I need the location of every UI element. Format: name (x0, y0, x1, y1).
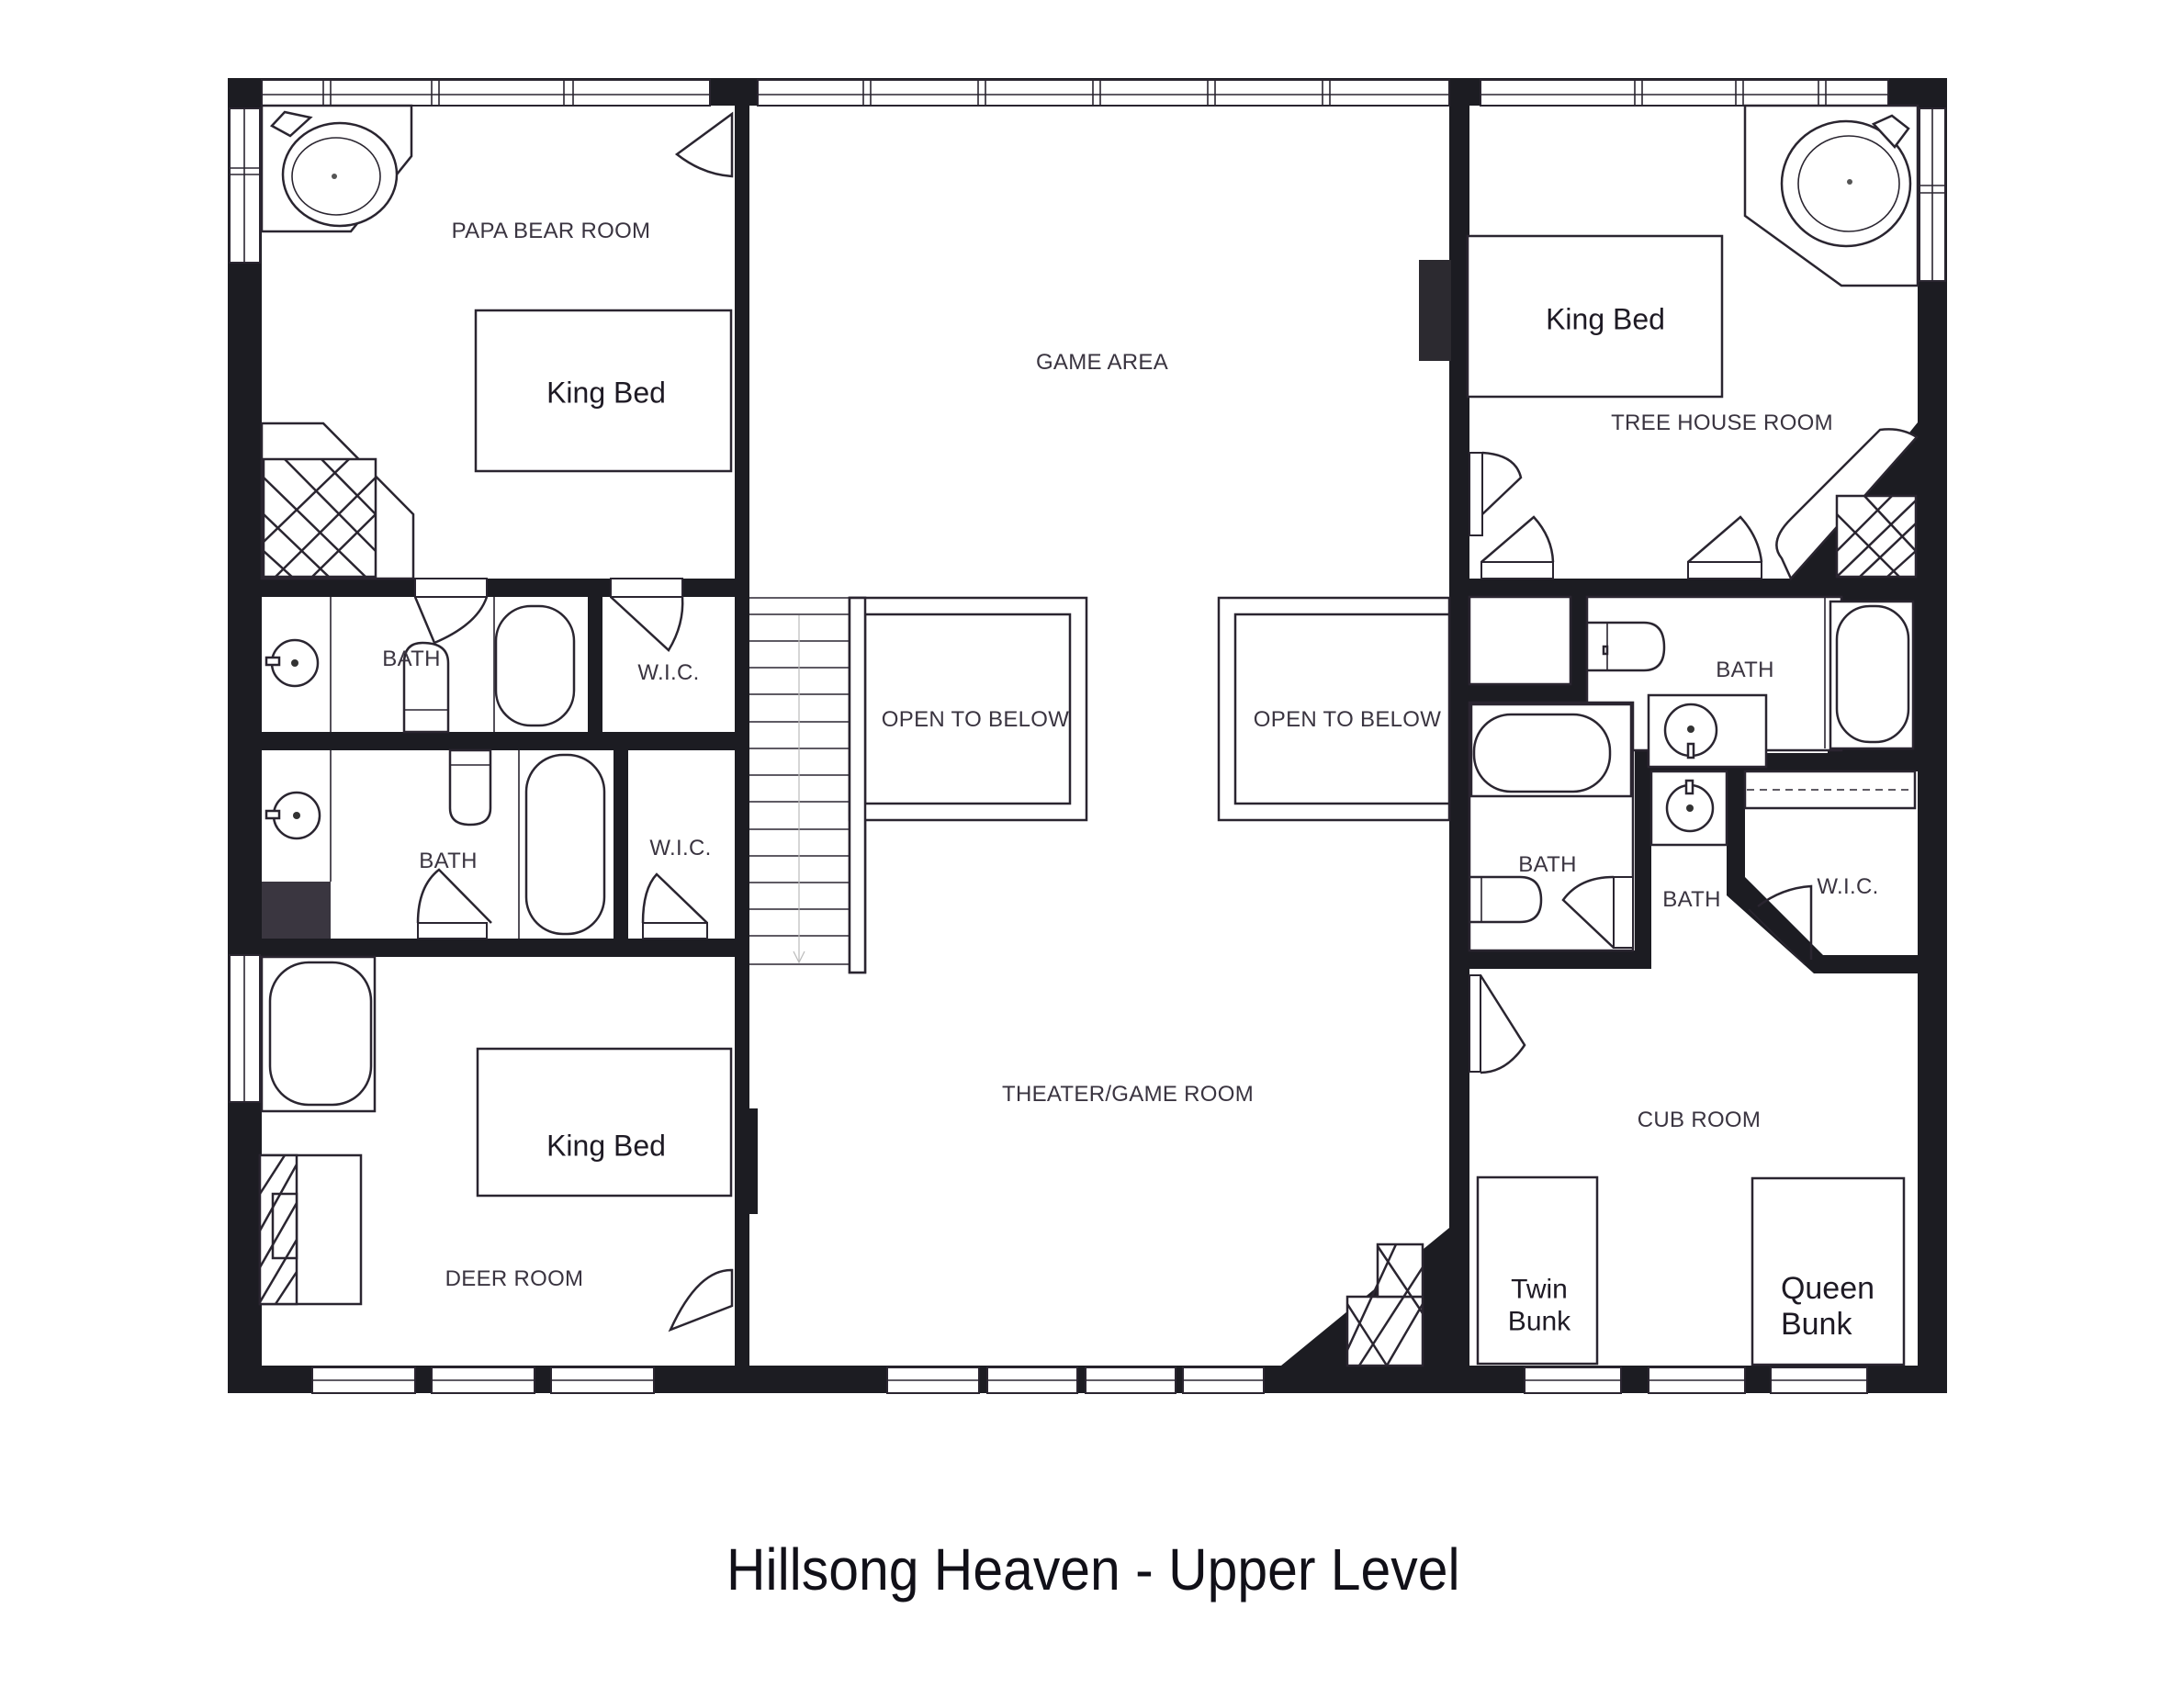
room-label-bath-papa: BATH (382, 647, 441, 671)
room-label-wic-deer: W.I.C. (649, 836, 712, 860)
open-to-below-right (1217, 596, 1451, 822)
room-label-bath-cub-left: BATH (1518, 852, 1577, 877)
room-label-bath-tree: BATH (1716, 658, 1774, 682)
bed-label-queen-bunk: Queen Bunk (1781, 1271, 1874, 1343)
room-label-open-right: OPEN TO BELOW (1253, 707, 1442, 732)
room-label-bath-cub-center: BATH (1662, 887, 1721, 912)
room-label-tree-house: TREE HOUSE ROOM (1611, 411, 1833, 435)
cub-twin-bunk (1476, 1175, 1599, 1366)
cub-bath-center (1649, 770, 1728, 847)
deer-bath-fixtures (265, 748, 708, 939)
bed-label-papa-bear: King Bed (546, 376, 666, 410)
room-label-deer: DEER ROOM (445, 1266, 584, 1291)
room-label-wic-papa: W.I.C. (637, 660, 700, 685)
deer-tub (260, 955, 377, 1113)
cub-bath-left (1468, 701, 1635, 952)
top-windows (261, 79, 1889, 107)
papa-fireplace (260, 422, 415, 580)
deer-fireplace (258, 1153, 363, 1306)
twin-bunk-line-1: Twin (1511, 1274, 1568, 1305)
deer-door (668, 1268, 734, 1333)
cub-wic (1743, 770, 1917, 965)
stairs (749, 596, 867, 974)
queen-bunk-line-1: Queen (1780, 1270, 1875, 1306)
queen-bunk-line-2: Bunk (1780, 1307, 1852, 1342)
plan-title: Hillsong Heaven - Upper Level (726, 1536, 1460, 1603)
side-windows (229, 107, 1946, 1103)
tree-fireplace (1775, 422, 1919, 581)
papa-king-bed (474, 309, 733, 473)
room-label-papa-bear: PAPA BEAR ROOM (451, 219, 651, 243)
deer-king-bed (476, 1047, 733, 1198)
tree-king-bed (1466, 234, 1724, 399)
papa-tub (260, 104, 413, 233)
tree-bath-fixtures (1468, 595, 1915, 769)
papa-bath-fixtures (265, 578, 684, 734)
room-label-theater: THEATER/GAME ROOM (1002, 1082, 1254, 1107)
open-to-below-left (848, 596, 1088, 974)
papa-door (674, 111, 734, 178)
tree-doors (1469, 451, 1763, 579)
cub-door (1469, 974, 1526, 1074)
room-label-open-left: OPEN TO BELOW (881, 707, 1070, 732)
bed-label-twin-bunk: Twin Bunk (1508, 1275, 1570, 1338)
bed-label-tree-house: King Bed (1546, 302, 1665, 336)
room-label-bath-deer: BATH (419, 849, 478, 873)
room-label-cub: CUB ROOM (1637, 1108, 1762, 1132)
twin-bunk-line-2: Bunk (1507, 1306, 1571, 1336)
tree-tub (1743, 104, 1919, 287)
room-label-game-area: GAME AREA (1035, 350, 1169, 375)
bed-label-deer: King Bed (546, 1129, 666, 1163)
cub-queen-bunk (1751, 1176, 1906, 1366)
room-label-wic-cub: W.I.C. (1817, 874, 1879, 899)
bottom-windows (311, 1366, 1868, 1394)
theater-fireplace (1281, 1228, 1449, 1367)
